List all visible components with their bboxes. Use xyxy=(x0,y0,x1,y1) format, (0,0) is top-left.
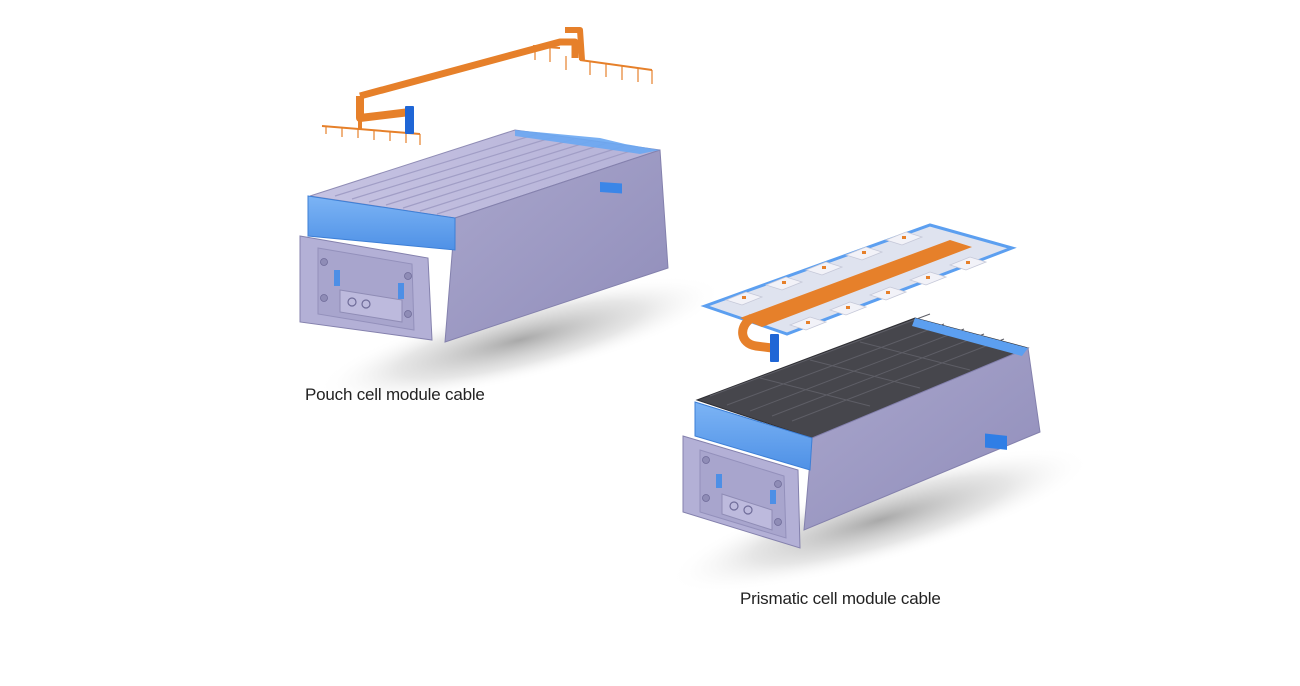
pouch-cable-connector xyxy=(405,106,414,134)
pouch-terminal-right xyxy=(398,283,404,299)
prismatic-cell-dividers xyxy=(709,313,1005,422)
pouch-cell-caption: Pouch cell module cable xyxy=(305,385,485,404)
prismatic-endplate-bolts xyxy=(702,456,782,526)
prismatic-flat-flexible-cable xyxy=(700,223,1017,362)
prismatic-cell-caption: Prismatic cell module cable xyxy=(740,589,941,608)
prismatic-label-plate xyxy=(721,493,773,531)
prismatic-terminal-left xyxy=(716,474,722,488)
fpc-center-trace xyxy=(740,240,972,327)
prismatic-cable-connector xyxy=(770,334,779,362)
pouch-module-blue-frame xyxy=(307,195,456,251)
prismatic-module-side xyxy=(803,347,1041,531)
pouch-module-shadow xyxy=(316,276,724,404)
prismatic-module-shadow xyxy=(668,447,1092,593)
pouch-module-side xyxy=(444,149,669,343)
prismatic-blue-edge xyxy=(912,318,1028,356)
pouch-blue-connector xyxy=(600,181,622,194)
fpc-tail xyxy=(738,314,773,353)
pouch-module-blue-edge xyxy=(515,130,660,154)
prismatic-module-blue-frame xyxy=(694,401,813,471)
pouch-wire-harness-cable xyxy=(321,27,653,145)
fpc-solder-points xyxy=(742,236,970,324)
pouch-endplate-bolts xyxy=(320,258,412,318)
prismatic-terminal-right xyxy=(770,490,776,504)
prismatic-cell-module xyxy=(668,223,1092,593)
prismatic-logo-mark xyxy=(729,501,753,515)
pouch-terminal-left xyxy=(334,270,340,286)
prismatic-blue-connector xyxy=(985,433,1007,450)
pouch-label-plate xyxy=(339,289,403,323)
pouch-cell-ridges xyxy=(334,132,641,215)
pouch-logo-mark xyxy=(347,297,371,309)
pouch-cell-module xyxy=(299,27,724,404)
